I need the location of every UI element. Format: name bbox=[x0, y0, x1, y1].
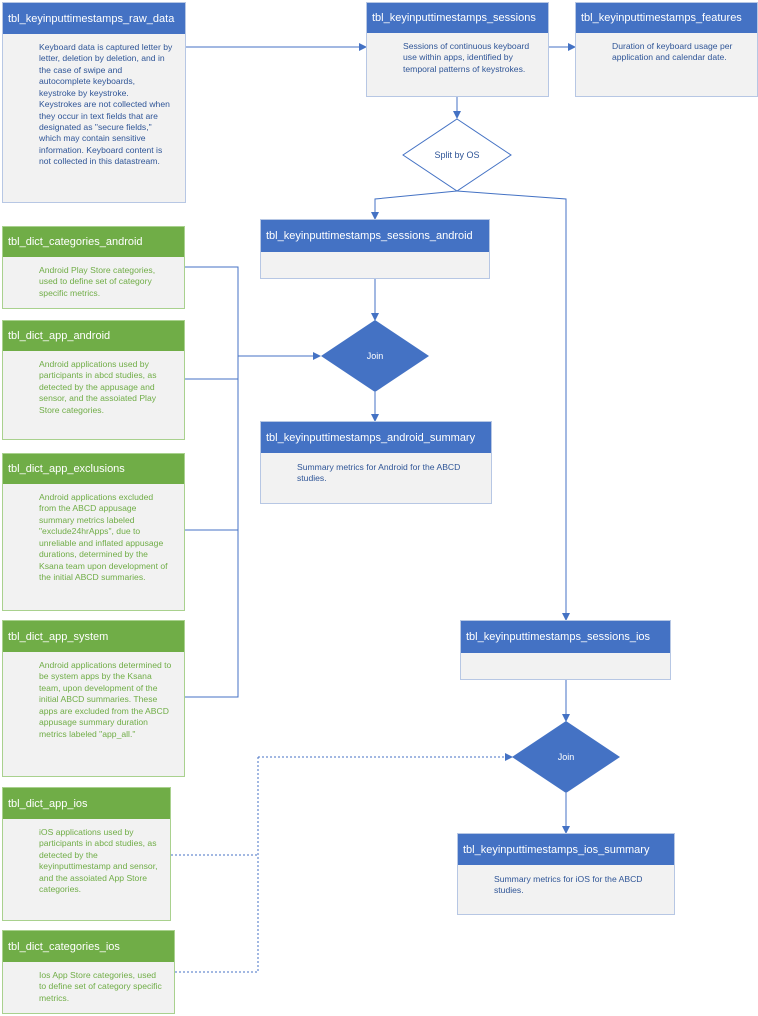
sessions-ios-card[interactable]: tbl_keyinputtimestamps_sessions_ios bbox=[460, 620, 671, 680]
edge-dict-ios-trunk bbox=[171, 757, 259, 973]
join-android-diamond bbox=[321, 320, 429, 392]
dict-categories-ios-title: tbl_dict_categories_ios bbox=[3, 931, 174, 962]
sessions-ios-title: tbl_keyinputtimestamps_sessions_ios bbox=[461, 621, 670, 653]
dict-app-exclusions-title: tbl_dict_app_exclusions bbox=[3, 454, 184, 484]
ios-summary-card[interactable]: tbl_keyinputtimestamps_ios_summary Summa… bbox=[457, 833, 675, 915]
dict-app-android-desc: Android applications used by participant… bbox=[39, 359, 157, 415]
raw-data-card[interactable]: tbl_keyinputtimestamps_raw_data Keyboard… bbox=[2, 2, 186, 203]
sessions-android-card[interactable]: tbl_keyinputtimestamps_sessions_android bbox=[260, 219, 490, 279]
ios-summary-desc: Summary metrics for iOS for the ABCD stu… bbox=[494, 874, 643, 896]
android-summary-title: tbl_keyinputtimestamps_android_summary bbox=[261, 422, 491, 453]
dict-categories-android-desc: Android Play Store categories, used to d… bbox=[39, 265, 156, 298]
raw-data-title: tbl_keyinputtimestamps_raw_data bbox=[3, 3, 185, 34]
edge-split-to-ios bbox=[456, 190, 570, 621]
join-ios-diamond bbox=[512, 721, 620, 793]
dict-app-system-desc: Android applications determined to be sy… bbox=[39, 660, 172, 739]
edge-dicts-android-trunk bbox=[185, 266, 239, 698]
sessions-title: tbl_keyinputtimestamps_sessions bbox=[367, 3, 548, 33]
dict-app-ios-desc: iOS applications used by participants in… bbox=[39, 827, 158, 895]
split-by-os-diamond bbox=[402, 118, 512, 192]
raw-data-desc: Keyboard data is captured letter by lett… bbox=[39, 42, 173, 167]
features-desc: Duration of keyboard usage per applicati… bbox=[612, 41, 733, 63]
dict-categories-ios-desc: Ios App Store categories, used to define… bbox=[39, 970, 162, 1003]
dict-categories-android-card[interactable]: tbl_dict_categories_android Android Play… bbox=[2, 226, 185, 309]
sessions-card[interactable]: tbl_keyinputtimestamps_sessions Sessions… bbox=[366, 2, 549, 97]
dict-categories-android-title: tbl_dict_categories_android bbox=[3, 227, 184, 257]
split-by-os-label: Split by OS bbox=[434, 150, 480, 160]
edge-split-to-android bbox=[371, 190, 458, 220]
android-summary-desc: Summary metrics for Android for the ABCD… bbox=[297, 462, 461, 484]
dict-app-exclusions-card[interactable]: tbl_dict_app_exclusions Android applicat… bbox=[2, 453, 185, 611]
features-title: tbl_keyinputtimestamps_features bbox=[576, 3, 757, 33]
dict-app-exclusions-desc: Android applications excluded from the A… bbox=[39, 492, 168, 582]
dict-app-android-title: tbl_dict_app_android bbox=[3, 321, 184, 351]
sessions-android-title: tbl_keyinputtimestamps_sessions_android bbox=[261, 220, 489, 252]
dict-app-android-card[interactable]: tbl_dict_app_android Android application… bbox=[2, 320, 185, 440]
dict-app-ios-title: tbl_dict_app_ios bbox=[3, 788, 170, 819]
dict-app-system-title: tbl_dict_app_system bbox=[3, 621, 184, 652]
join-ios-label: Join bbox=[557, 752, 575, 762]
join-android-label: Join bbox=[366, 351, 384, 361]
dict-app-system-card[interactable]: tbl_dict_app_system Android applications… bbox=[2, 620, 185, 777]
android-summary-card[interactable]: tbl_keyinputtimestamps_android_summary S… bbox=[260, 421, 492, 504]
dict-categories-ios-card[interactable]: tbl_dict_categories_ios Ios App Store ca… bbox=[2, 930, 175, 1014]
dict-app-ios-card[interactable]: tbl_dict_app_ios iOS applications used b… bbox=[2, 787, 171, 921]
ios-summary-title: tbl_keyinputtimestamps_ios_summary bbox=[458, 834, 674, 865]
features-card[interactable]: tbl_keyinputtimestamps_features Duration… bbox=[575, 2, 758, 97]
sessions-desc: Sessions of continuous keyboard use with… bbox=[403, 41, 530, 74]
